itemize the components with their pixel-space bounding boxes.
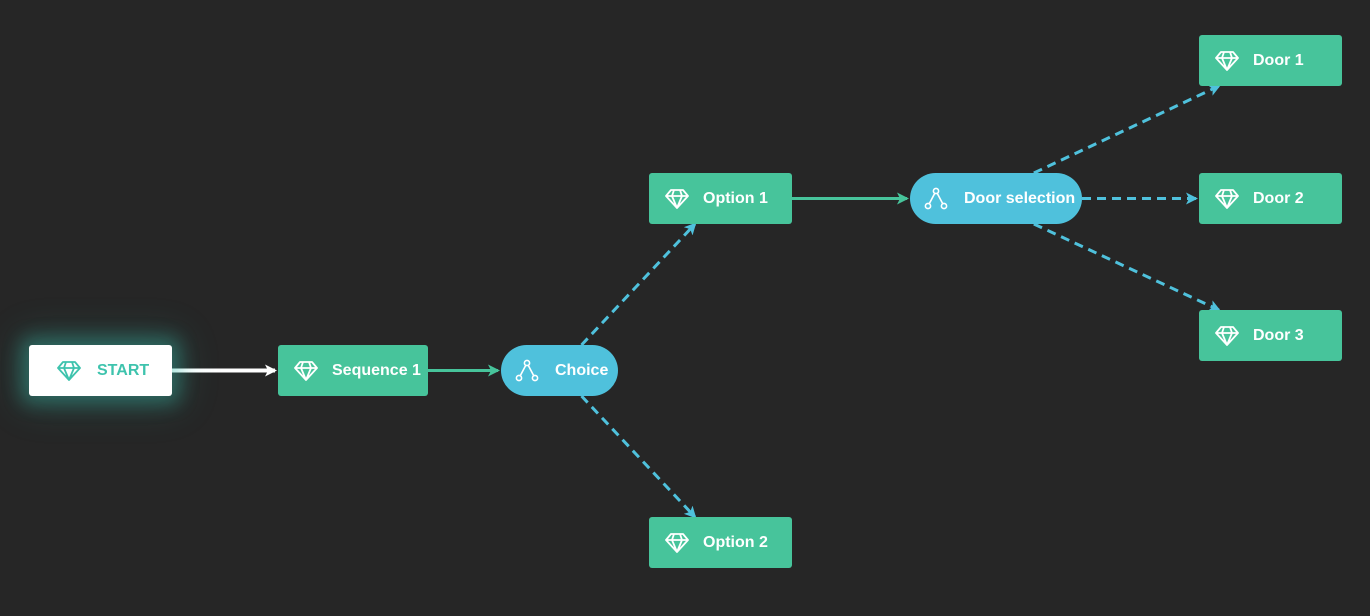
- node-door-selection[interactable]: Door selection: [910, 173, 1082, 224]
- branch-icon: [515, 359, 539, 383]
- diamond-icon: [1215, 325, 1239, 346]
- diamond-icon: [294, 360, 318, 381]
- node-start[interactable]: START: [29, 345, 172, 396]
- node-door-1[interactable]: Door 1: [1199, 35, 1342, 86]
- node-label: Option 2: [703, 533, 768, 551]
- node-door-3[interactable]: Door 3: [1199, 310, 1342, 361]
- diamond-icon: [1215, 188, 1239, 209]
- node-choice[interactable]: Choice: [501, 345, 618, 396]
- node-label: Door selection: [964, 189, 1076, 207]
- node-sequence-1[interactable]: Sequence 1: [278, 345, 428, 396]
- node-door-2[interactable]: Door 2: [1199, 173, 1342, 224]
- diamond-icon: [1215, 50, 1239, 71]
- node-option-2[interactable]: Option 2: [649, 517, 792, 568]
- edge-door-selection-to-door-3: [1033, 222, 1221, 312]
- diamond-icon: [665, 188, 689, 209]
- node-label: Choice: [555, 361, 609, 379]
- node-label: Door 3: [1253, 326, 1304, 344]
- edge-choice-to-option-1: [580, 222, 697, 347]
- diamond-icon: [57, 360, 81, 381]
- edge-choice-to-option-2: [580, 394, 697, 519]
- node-label: Option 1: [703, 189, 768, 207]
- node-option-1[interactable]: Option 1: [649, 173, 792, 224]
- node-label: Door 2: [1253, 189, 1304, 207]
- node-label: Sequence 1: [332, 361, 421, 379]
- branch-icon: [924, 187, 948, 211]
- node-label: Door 1: [1253, 51, 1304, 69]
- node-label: START: [97, 361, 150, 379]
- diamond-icon: [665, 532, 689, 553]
- edge-door-selection-to-door-1: [1033, 84, 1221, 175]
